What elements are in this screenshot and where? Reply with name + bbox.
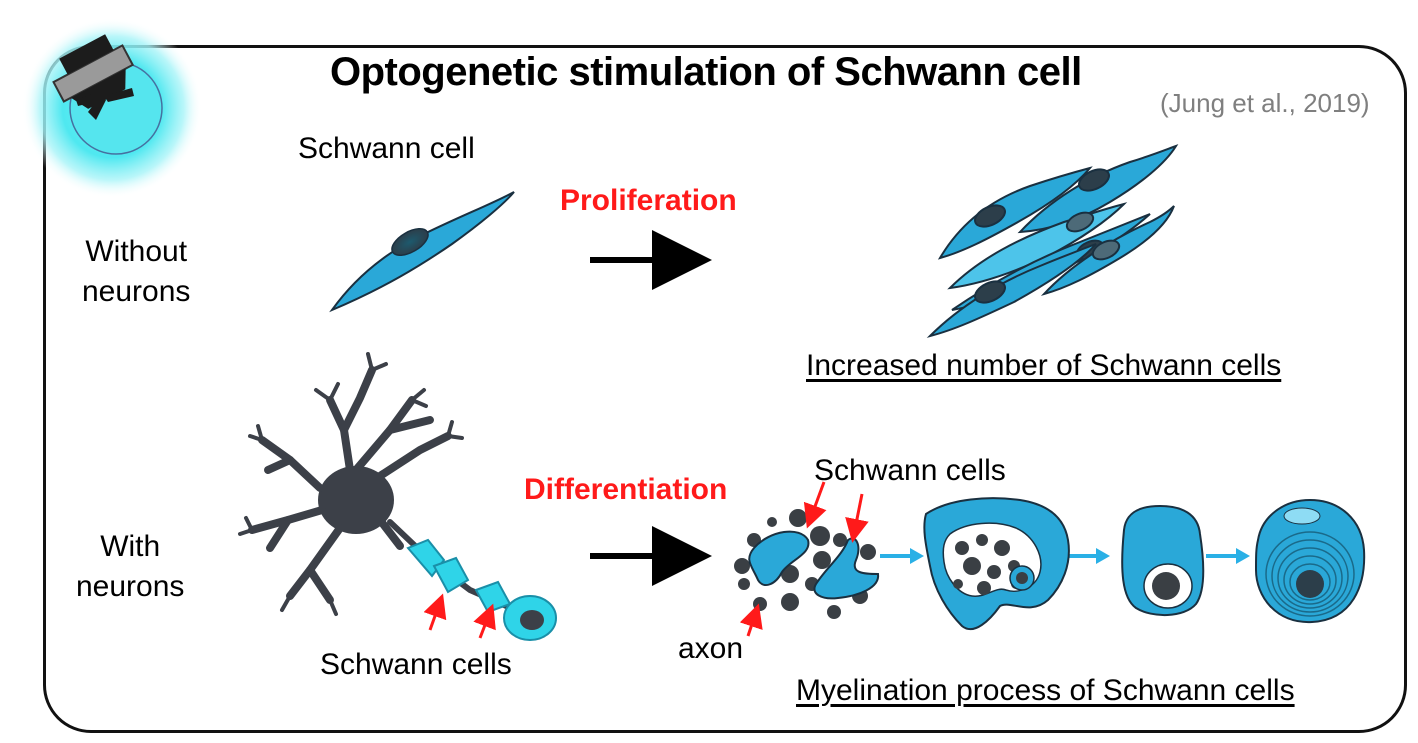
- row-label-line: neurons: [76, 570, 185, 603]
- citation: (Jung et al., 2019): [1160, 88, 1370, 118]
- schwann-cell-label: Schwann cell: [298, 132, 475, 165]
- red-pointer-arrow: [473, 603, 496, 639]
- row-label-without-neurons: Without neurons: [82, 232, 190, 312]
- schwann-cell-cluster: [926, 144, 1179, 338]
- row-label-line: neurons: [82, 275, 191, 308]
- myelination-stage-1: [734, 509, 880, 619]
- schwann-cells-label-right: Schwann cells: [814, 454, 1006, 487]
- differentiation-label: Differentiation: [524, 473, 728, 506]
- red-pointer-arrow: [803, 481, 827, 529]
- myelination-stage-4: [1254, 498, 1366, 624]
- myelination-stage-3: [1121, 504, 1205, 617]
- red-pointer-arrow: [845, 493, 869, 543]
- light-source-icon: [22, 18, 202, 198]
- red-pointer-arrow: [423, 593, 447, 631]
- axon-label: axon: [678, 632, 744, 665]
- proliferation-result: Increased number of Schwann cells: [806, 349, 1282, 382]
- blue-arrows: [880, 548, 1250, 564]
- red-pointer-arrow: [739, 603, 763, 637]
- row-label-line: Without: [85, 235, 188, 268]
- schwann-cell-single: [329, 191, 515, 313]
- myelination-stage-2: [923, 497, 1070, 631]
- proliferation-label: Proliferation: [560, 184, 737, 217]
- myelination-result: Myelination process of Schwann cells: [796, 674, 1295, 707]
- diagram-frame: [43, 45, 1407, 733]
- row-label-with-neurons: With neurons: [76, 527, 184, 607]
- row-label-line: With: [100, 530, 161, 563]
- neuron: [238, 352, 543, 625]
- schwann-cells-label-neuron: Schwann cells: [320, 648, 512, 681]
- diagram-title: Optogenetic stimulation of Schwann cell: [330, 50, 1082, 94]
